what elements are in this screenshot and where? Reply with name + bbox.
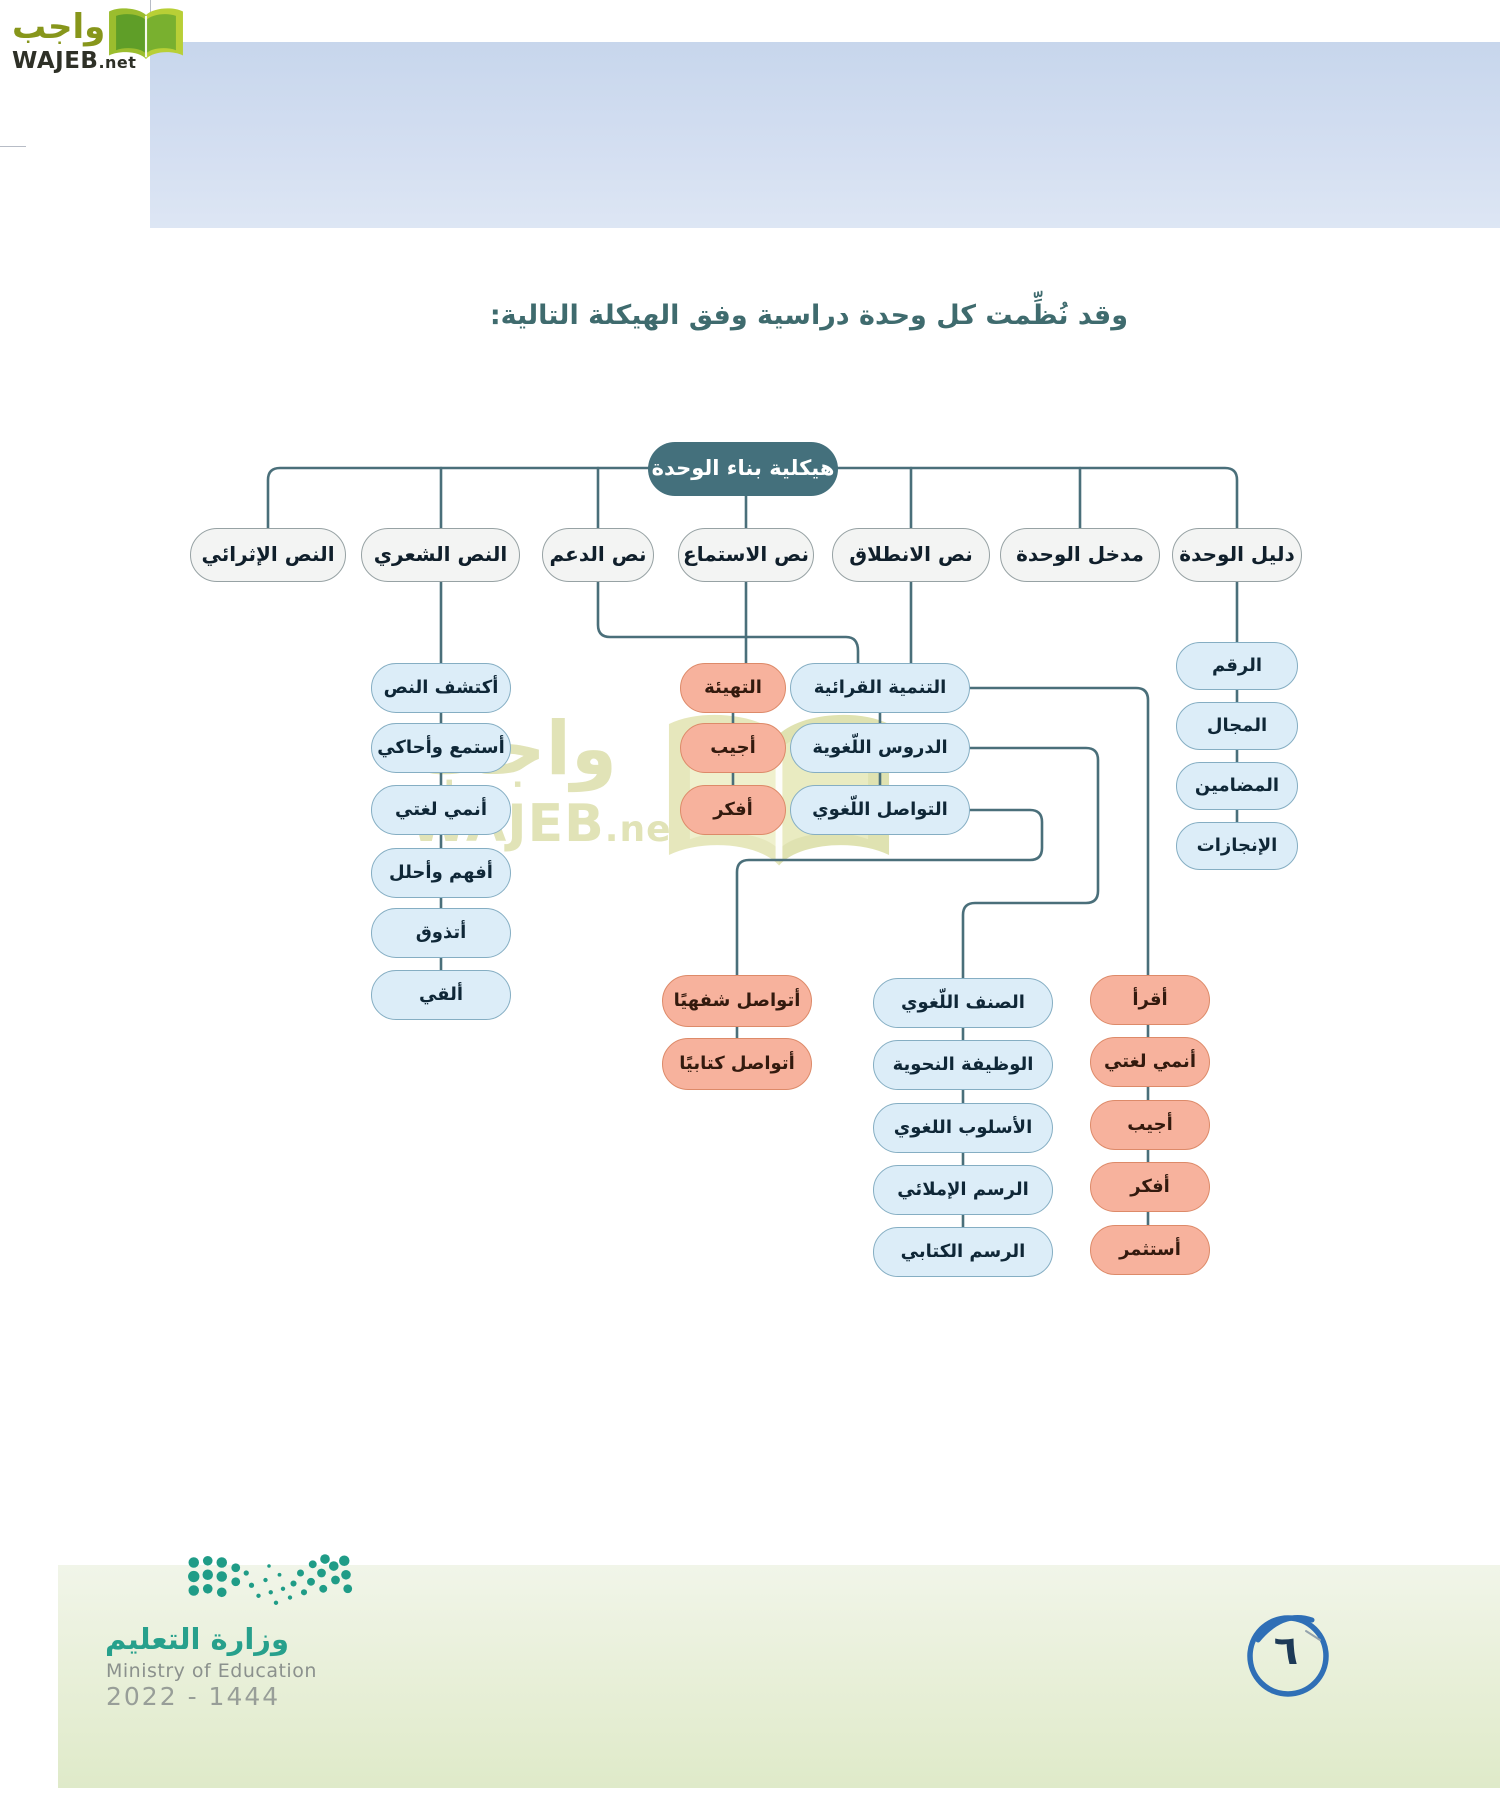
ministry-name-arabic: وزارة التعليم bbox=[105, 1622, 290, 1656]
node-root: هيكلية بناء الوحدة bbox=[648, 442, 838, 496]
node-language-lessons: الدروس اللّغوية bbox=[790, 723, 970, 773]
wajeb-logo-latin-main: WAJEB bbox=[12, 48, 99, 74]
node-domain: المجال bbox=[1176, 702, 1298, 750]
node-support-text: نص الدعم bbox=[542, 528, 654, 582]
node-unit-guide: دليل الوحدة bbox=[1172, 528, 1302, 582]
wajeb-logo-latin: WAJEB.net bbox=[12, 48, 136, 74]
wajeb-logo-tld: .net bbox=[98, 53, 137, 72]
node-appreciate: أتذوق bbox=[371, 908, 511, 958]
node-launch-text: نص الانطلاق bbox=[832, 528, 990, 582]
ministry-name-english: Ministry of Education bbox=[106, 1660, 317, 1682]
node-enrichment-text: النص الإثرائي bbox=[190, 528, 346, 582]
node-unit-entrance: مدخل الوحدة bbox=[1000, 528, 1160, 582]
node-contents: المضامين bbox=[1176, 762, 1298, 810]
connector-reading-to-iqra bbox=[968, 686, 1150, 1252]
node-i-read: أقرأ bbox=[1090, 975, 1210, 1025]
connector-lessons-to-category bbox=[961, 746, 1100, 1254]
node-i-answer: أجيب bbox=[680, 723, 786, 773]
connector-support-to-reading bbox=[596, 580, 860, 670]
edition-years: 2022 - 1444 bbox=[106, 1682, 281, 1711]
node-develop-language: أنمي لغتي bbox=[371, 785, 511, 835]
node-linguistic-category: الصنف اللّغوي bbox=[873, 978, 1053, 1028]
node-linguistic-style: الأسلوب اللغوي bbox=[873, 1103, 1053, 1153]
node-listen-imitate: أستمع وأحاكي bbox=[371, 723, 511, 773]
page-number-circle bbox=[1236, 1604, 1346, 1718]
node-grammatical-function: الوظيفة النحوية bbox=[873, 1040, 1053, 1090]
crop-mark-horizontal bbox=[0, 146, 26, 147]
node-achievements: الإنجازات bbox=[1176, 822, 1298, 870]
page-title: وقد نُظِّمت كل وحدة دراسية وفق الهيكلة ا… bbox=[489, 300, 1128, 331]
node-listening-text: نص الاستماع bbox=[678, 528, 814, 582]
node-i-think-2: أفكر bbox=[1090, 1162, 1210, 1212]
node-number: الرقم bbox=[1176, 642, 1298, 690]
node-handwriting: الرسم الكتابي bbox=[873, 1227, 1053, 1277]
node-understand-analyze: أفهم وأحلل bbox=[371, 848, 511, 898]
wajeb-logo: واجب WAJEB.net bbox=[10, 7, 210, 80]
node-orthography: الرسم الإملائي bbox=[873, 1165, 1053, 1215]
node-develop-language-2: أنمي لغتي bbox=[1090, 1037, 1210, 1087]
top-gradient-band bbox=[150, 42, 1500, 228]
node-preparation: التهيئة bbox=[680, 663, 786, 713]
node-reading-development: التنمية القرائية bbox=[790, 663, 970, 713]
node-poetic-text: النص الشعري bbox=[361, 528, 520, 582]
node-discover-text: أكتشف النص bbox=[371, 663, 511, 713]
page-number: ٦ bbox=[1273, 1628, 1299, 1674]
node-i-answer-2: أجيب bbox=[1090, 1100, 1210, 1150]
wajeb-logo-arabic: واجب bbox=[12, 7, 106, 47]
node-recite: ألقي bbox=[371, 970, 511, 1020]
bottom-gradient-band bbox=[58, 1565, 1500, 1788]
node-i-think: أفكر bbox=[680, 785, 786, 835]
node-linguistic-communication: التواصل اللّغوي bbox=[790, 785, 970, 835]
node-oral-communication: أتواصل شفهيًا bbox=[662, 975, 812, 1027]
open-book-icon bbox=[102, 4, 190, 74]
node-written-communication: أتواصل كتابيًا bbox=[662, 1038, 812, 1090]
ministry-logo-dots bbox=[185, 1550, 360, 1614]
node-i-invest: أستثمر bbox=[1090, 1225, 1210, 1275]
